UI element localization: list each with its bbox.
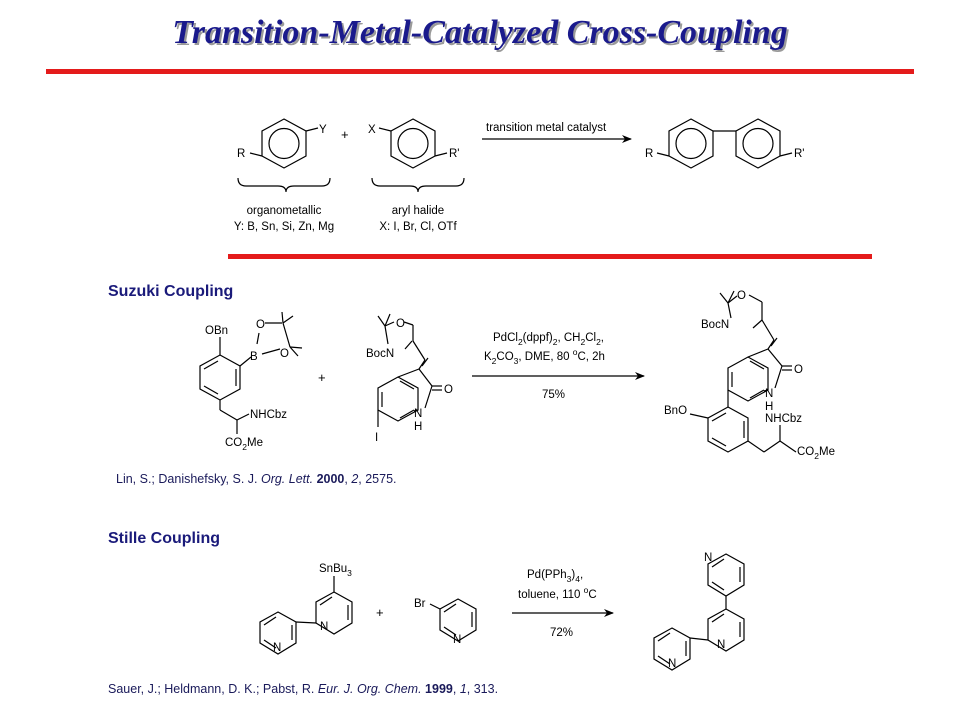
iodo-label: I bbox=[375, 432, 378, 444]
boronate-o-label: O bbox=[256, 319, 265, 331]
suzuki-yield: 75% bbox=[542, 389, 565, 401]
ref-pages: , 313. bbox=[466, 682, 499, 696]
title-rule bbox=[46, 69, 914, 74]
section-rule bbox=[228, 254, 872, 259]
general-scheme bbox=[237, 118, 793, 193]
suzuki-product bbox=[689, 290, 797, 453]
suzuki-conditions-2: K2CO3, DME, 80 oC, 2h bbox=[484, 347, 605, 366]
ref-year: 2000 bbox=[316, 472, 345, 486]
ref-separator: , bbox=[344, 472, 352, 486]
product-r-prime-label: R' bbox=[794, 148, 805, 160]
suzuki-heading: Suzuki Coupling bbox=[108, 283, 234, 300]
suzuki-conditions-1: PdCl2(dppf)2, CH2Cl2, bbox=[493, 332, 604, 347]
product-pyridine-n-label: N bbox=[668, 658, 676, 670]
plus-sign: + bbox=[341, 127, 349, 142]
ref-journal: Eur. J. Org. Chem. bbox=[317, 682, 422, 696]
stille-conditions-2: toluene, 110 oC bbox=[518, 585, 597, 601]
snbu3-label: SnBu3 bbox=[319, 563, 352, 578]
pyridine-n-label: N bbox=[273, 642, 281, 654]
product-nh-n-label: N bbox=[765, 388, 773, 400]
ref-authors: Lin, S.; Danishefsky, S. J. bbox=[116, 472, 261, 486]
product-nh-h-label: H bbox=[765, 401, 773, 413]
stille-yield: 72% bbox=[550, 627, 573, 639]
brace-organometallic bbox=[237, 177, 331, 193]
r-prime-label: R' bbox=[449, 148, 460, 160]
y-label: Y bbox=[319, 124, 327, 136]
plus-sign: + bbox=[318, 370, 326, 385]
product-ring-o-label: O bbox=[737, 290, 746, 302]
bromopyridine-n-label: N bbox=[453, 634, 461, 646]
stille-terpyridine-product bbox=[653, 553, 745, 671]
caption-aryl-halide-x: X: I, Br, Cl, OTf bbox=[379, 221, 457, 233]
ref-volume: 2 bbox=[351, 472, 359, 486]
plus-sign: + bbox=[376, 605, 384, 620]
product-bno-label: BnO bbox=[664, 405, 687, 417]
stille-conditions-1: Pd(PPh3)4, bbox=[527, 569, 583, 584]
product-carbonyl-o-label: O bbox=[794, 364, 803, 376]
product-pyridine-n-label: N bbox=[717, 639, 725, 651]
page-title: Transition-Metal-Catalyzed Cross-Couplin… bbox=[172, 14, 788, 51]
ref-separator: , bbox=[452, 682, 460, 696]
stille-reference: Sauer, J.; Heldmann, D. K.; Pabst, R. Eu… bbox=[108, 682, 498, 696]
nh-h-label: H bbox=[414, 421, 422, 433]
suzuki-reference: Lin, S.; Danishefsky, S. J. Org. Lett. 2… bbox=[116, 472, 397, 486]
ring-o-label: O bbox=[396, 318, 405, 330]
ref-pages: , 2575. bbox=[358, 472, 397, 486]
product-pyridine-n-label: N bbox=[704, 552, 712, 564]
brace-aryl-halide bbox=[371, 177, 465, 193]
aromatic-circle bbox=[268, 127, 300, 160]
stille-heading: Stille Coupling bbox=[108, 530, 220, 547]
ref-year: 1999 bbox=[425, 682, 453, 696]
pyridine-n-label: N bbox=[320, 621, 328, 633]
caption-organometallic-y: Y: B, Sn, Si, Zn, Mg bbox=[234, 221, 334, 233]
arrow-label: transition metal catalyst bbox=[486, 122, 607, 134]
bocn-label: BocN bbox=[366, 348, 394, 360]
product-r-label: R bbox=[645, 148, 653, 160]
x-label: X bbox=[368, 124, 376, 136]
r-label: R bbox=[237, 148, 245, 160]
nh-n-label: N bbox=[414, 408, 422, 420]
product-co2me-label: CO2Me bbox=[797, 446, 835, 461]
product-bocn-label: BocN bbox=[701, 319, 729, 331]
nhcbz-label: NHCbz bbox=[250, 409, 287, 421]
obn-label: OBn bbox=[205, 325, 228, 337]
caption-aryl-halide: aryl halide bbox=[392, 205, 444, 217]
br-label: Br bbox=[414, 598, 426, 610]
stille-stannyl-bipyridine bbox=[259, 576, 353, 655]
stille-bromopyridine bbox=[429, 598, 477, 642]
caption-organometallic: organometallic bbox=[247, 205, 322, 217]
ref-volume: 1 bbox=[459, 682, 467, 696]
carbonyl-o-label: O bbox=[444, 384, 453, 396]
boronate-o-label: O bbox=[280, 348, 289, 360]
boron-label: B bbox=[250, 351, 258, 363]
ref-journal: Org. Lett. bbox=[260, 472, 314, 486]
product-nhcbz-label: NHCbz bbox=[765, 413, 802, 425]
suzuki-iodo-oxindole bbox=[377, 313, 442, 427]
co2me-label: CO2Me bbox=[225, 437, 263, 452]
suzuki-boronate bbox=[199, 311, 303, 434]
ref-authors: Sauer, J.; Heldmann, D. K.; Pabst, R. bbox=[108, 682, 318, 696]
